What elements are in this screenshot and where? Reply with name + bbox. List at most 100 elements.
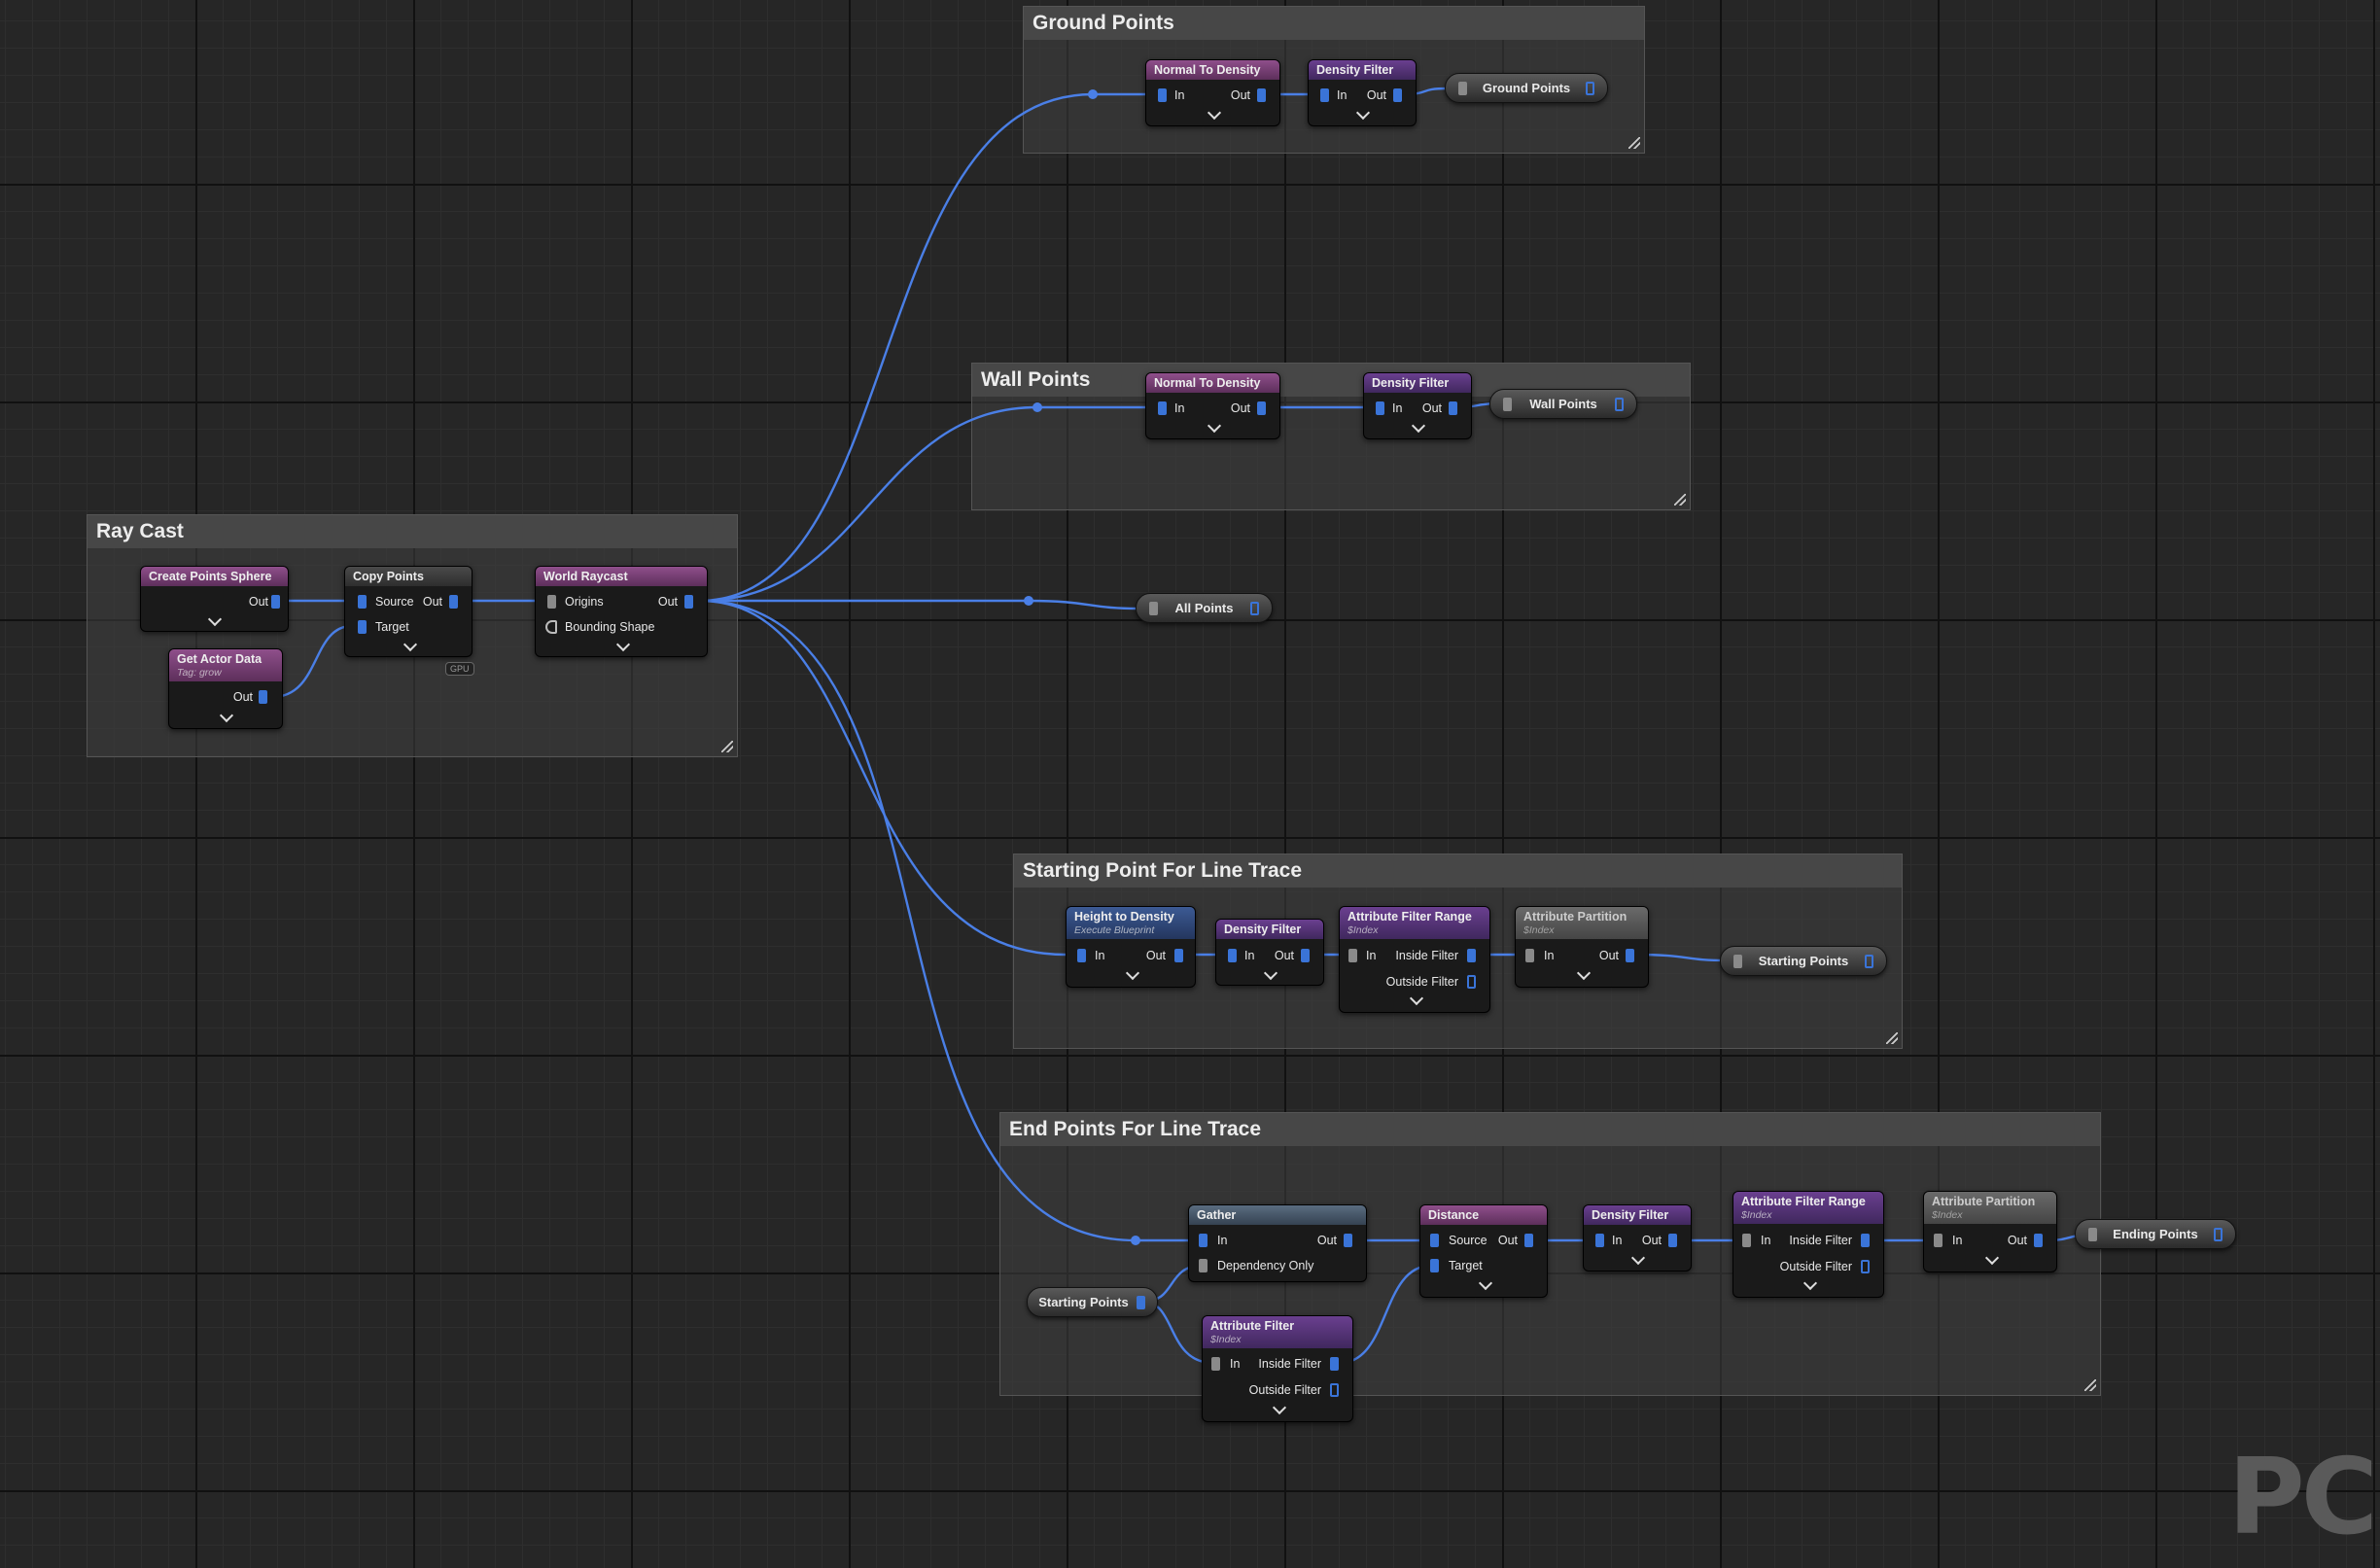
reroute-ending-points[interactable]: Ending Points bbox=[2075, 1219, 2236, 1249]
output-pin[interactable] bbox=[1393, 88, 1402, 102]
reroute-dot bbox=[1024, 596, 1033, 606]
input-pin-target[interactable] bbox=[358, 620, 367, 634]
node-world-raycast[interactable]: World Raycast Origins Out Bounding Shape bbox=[535, 566, 708, 657]
node-ground-density-filter[interactable]: Density Filter In Out bbox=[1308, 59, 1417, 126]
resize-handle-icon[interactable] bbox=[2084, 1379, 2096, 1391]
input-pin[interactable] bbox=[1458, 82, 1467, 95]
pin-label-in: In bbox=[1174, 88, 1185, 102]
output-pin[interactable] bbox=[1250, 602, 1259, 615]
input-pin[interactable] bbox=[1503, 398, 1512, 411]
chevron-down-icon[interactable] bbox=[1630, 1250, 1646, 1266]
output-pin[interactable] bbox=[2214, 1228, 2222, 1241]
node-start-attribute-partition[interactable]: Attribute Partition $Index In Out bbox=[1515, 906, 1649, 988]
output-pin-inside[interactable] bbox=[1861, 1234, 1870, 1247]
input-pin[interactable] bbox=[1934, 1234, 1942, 1247]
input-pin[interactable] bbox=[1595, 1234, 1604, 1247]
node-copy-points[interactable]: Copy Points Source Out Target bbox=[344, 566, 472, 657]
chevron-down-icon[interactable] bbox=[1802, 1275, 1818, 1291]
bounding-shape-pin-icon[interactable] bbox=[545, 620, 557, 634]
comment-wall-points[interactable]: Wall Points bbox=[971, 363, 1691, 510]
resize-handle-icon[interactable] bbox=[1886, 1032, 1898, 1044]
output-pin-inside[interactable] bbox=[1467, 949, 1476, 962]
input-pin[interactable] bbox=[1376, 401, 1384, 415]
reroute-wall-points[interactable]: Wall Points bbox=[1489, 389, 1637, 419]
output-pin[interactable] bbox=[1586, 82, 1594, 95]
resize-handle-icon[interactable] bbox=[1628, 137, 1640, 149]
output-pin[interactable] bbox=[449, 595, 458, 609]
input-pin[interactable] bbox=[1158, 88, 1167, 102]
input-pin[interactable] bbox=[1320, 88, 1329, 102]
input-pin-dependency[interactable] bbox=[1199, 1259, 1208, 1272]
output-pin[interactable] bbox=[1174, 949, 1183, 962]
output-pin[interactable] bbox=[1524, 1234, 1533, 1247]
input-pin[interactable] bbox=[1228, 949, 1237, 962]
reroute-ground-points[interactable]: Ground Points bbox=[1445, 73, 1608, 103]
node-start-density-filter[interactable]: Density Filter In Out bbox=[1215, 919, 1324, 986]
chevron-down-icon[interactable] bbox=[207, 611, 223, 627]
chevron-down-icon[interactable] bbox=[1478, 1275, 1493, 1291]
reroute-starting-points-in[interactable]: Starting Points bbox=[1027, 1287, 1158, 1317]
chevron-down-icon[interactable] bbox=[1207, 105, 1222, 121]
input-pin[interactable] bbox=[1211, 1357, 1220, 1371]
node-start-attribute-filter-range[interactable]: Attribute Filter Range $Index In Inside … bbox=[1339, 906, 1490, 1013]
input-pin[interactable] bbox=[1348, 949, 1357, 962]
node-wall-density-filter[interactable]: Density Filter In Out bbox=[1363, 372, 1472, 439]
input-pin[interactable] bbox=[1199, 1234, 1208, 1247]
chevron-down-icon[interactable] bbox=[1355, 105, 1371, 121]
input-pin-origins[interactable] bbox=[547, 595, 556, 609]
input-pin[interactable] bbox=[1733, 955, 1742, 968]
output-pin[interactable] bbox=[271, 595, 280, 609]
chevron-down-icon[interactable] bbox=[1984, 1250, 2000, 1266]
output-pin[interactable] bbox=[1865, 955, 1873, 968]
output-pin[interactable] bbox=[1301, 949, 1310, 962]
output-pin[interactable] bbox=[2034, 1234, 2043, 1247]
chevron-down-icon[interactable] bbox=[1125, 965, 1140, 981]
node-create-points-sphere[interactable]: Create Points Sphere Out bbox=[140, 566, 289, 632]
node-gather[interactable]: Gather In Out Dependency Only bbox=[1188, 1204, 1367, 1282]
chevron-down-icon[interactable] bbox=[219, 708, 234, 723]
output-pin-inside[interactable] bbox=[1330, 1357, 1339, 1371]
input-pin-source[interactable] bbox=[358, 595, 367, 609]
output-pin[interactable] bbox=[1668, 1234, 1677, 1247]
node-wall-normal-to-density[interactable]: Normal To Density In Out bbox=[1145, 372, 1280, 439]
chevron-down-icon[interactable] bbox=[1411, 418, 1426, 434]
node-get-actor-data[interactable]: Get Actor Data Tag: grow Out bbox=[168, 648, 283, 729]
node-end-density-filter[interactable]: Density Filter In Out bbox=[1583, 1204, 1692, 1272]
resize-handle-icon[interactable] bbox=[1674, 494, 1686, 505]
chevron-down-icon[interactable] bbox=[1263, 965, 1278, 981]
node-attribute-filter[interactable]: Attribute Filter $Index In Inside Filter… bbox=[1202, 1315, 1353, 1422]
output-pin[interactable] bbox=[1257, 88, 1266, 102]
input-pin[interactable] bbox=[2088, 1228, 2097, 1241]
chevron-down-icon[interactable] bbox=[1207, 418, 1222, 434]
input-pin[interactable] bbox=[1158, 401, 1167, 415]
input-pin-source[interactable] bbox=[1430, 1234, 1439, 1247]
output-pin[interactable] bbox=[1449, 401, 1457, 415]
output-pin[interactable] bbox=[1137, 1296, 1145, 1309]
output-pin-outside[interactable] bbox=[1467, 975, 1476, 989]
node-end-attribute-filter-range[interactable]: Attribute Filter Range $Index In Inside … bbox=[1732, 1191, 1884, 1298]
reroute-starting-points-out[interactable]: Starting Points bbox=[1720, 946, 1887, 976]
chevron-down-icon[interactable] bbox=[615, 637, 631, 652]
output-pin[interactable] bbox=[1626, 949, 1634, 962]
input-pin-target[interactable] bbox=[1430, 1259, 1439, 1272]
node-end-attribute-partition[interactable]: Attribute Partition $Index In Out bbox=[1923, 1191, 2057, 1272]
chevron-down-icon[interactable] bbox=[402, 637, 418, 652]
resize-handle-icon[interactable] bbox=[721, 741, 733, 752]
output-pin[interactable] bbox=[1615, 398, 1624, 411]
output-pin-outside[interactable] bbox=[1861, 1260, 1870, 1273]
input-pin[interactable] bbox=[1525, 949, 1534, 962]
input-pin[interactable] bbox=[1077, 949, 1086, 962]
node-distance[interactable]: Distance Source Out Target bbox=[1419, 1204, 1548, 1298]
node-ground-normal-to-density[interactable]: Normal To Density In Out bbox=[1145, 59, 1280, 126]
node-height-to-density[interactable]: Height to Density Execute Blueprint In O… bbox=[1066, 906, 1196, 988]
reroute-all-points[interactable]: All Points bbox=[1136, 593, 1273, 623]
chevron-down-icon[interactable] bbox=[1576, 965, 1592, 981]
output-pin[interactable] bbox=[684, 595, 693, 609]
output-pin-outside[interactable] bbox=[1330, 1383, 1339, 1397]
chevron-down-icon[interactable] bbox=[1272, 1400, 1287, 1415]
output-pin[interactable] bbox=[1257, 401, 1266, 415]
input-pin[interactable] bbox=[1742, 1234, 1751, 1247]
output-pin[interactable] bbox=[259, 690, 267, 704]
chevron-down-icon[interactable] bbox=[1409, 991, 1424, 1006]
output-pin[interactable] bbox=[1344, 1234, 1352, 1247]
